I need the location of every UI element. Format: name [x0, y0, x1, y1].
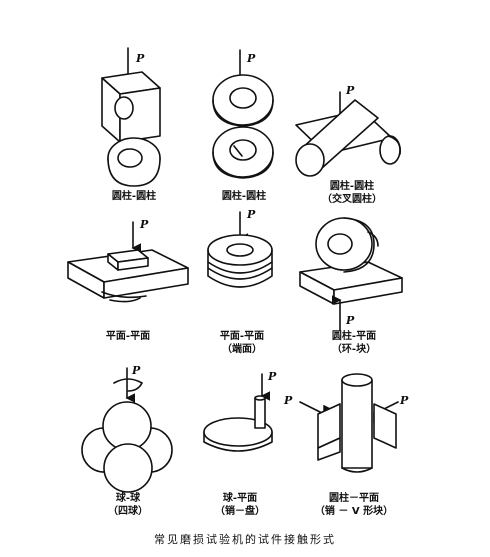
label-pin-disc: 球-平面（销－盘）	[215, 493, 265, 517]
label-ring-ring: 圆柱-圆柱	[221, 191, 267, 202]
label-ball-ball: 球-球（四球）	[108, 493, 148, 517]
ring-block-figure: P	[299, 217, 403, 331]
label-ring-block: 圆柱-平面（环-块）	[331, 331, 377, 355]
label-plane-plane: 平面-平面	[105, 331, 151, 342]
plane-plane-figure: P	[67, 218, 189, 303]
load-p: P	[131, 364, 141, 377]
load-p: P	[345, 84, 355, 97]
label-cyl-cyl: 圆柱-圆柱	[111, 191, 157, 202]
figure-caption: 常见磨损试验机的试件接触形式	[154, 533, 336, 546]
cyl-cyl-figure: P	[101, 47, 161, 187]
label-cross-cyl: 圆柱-圆柱（交叉圆柱）	[322, 181, 382, 205]
label-pin-vblock: 圆柱－平面（销 － V 形块）	[314, 493, 394, 517]
load-p: P	[135, 52, 145, 65]
load-p: P	[139, 218, 149, 231]
load-p: P	[345, 314, 355, 327]
load-p: P	[283, 394, 293, 407]
pin-vblock-figure: P P	[283, 373, 409, 473]
cross-cyl-figure: P	[295, 84, 402, 177]
label-end-face: 平面-平面（端面）	[219, 331, 265, 355]
load-p: P	[267, 370, 277, 383]
pin-disc-figure: P	[203, 370, 277, 452]
ring-ring-figure: P	[212, 49, 274, 179]
load-p: P	[246, 52, 256, 65]
load-p: P	[246, 208, 256, 221]
load-p: P	[399, 394, 409, 407]
end-face-figure: P	[207, 208, 273, 288]
ball-ball-figure: P	[81, 364, 173, 493]
